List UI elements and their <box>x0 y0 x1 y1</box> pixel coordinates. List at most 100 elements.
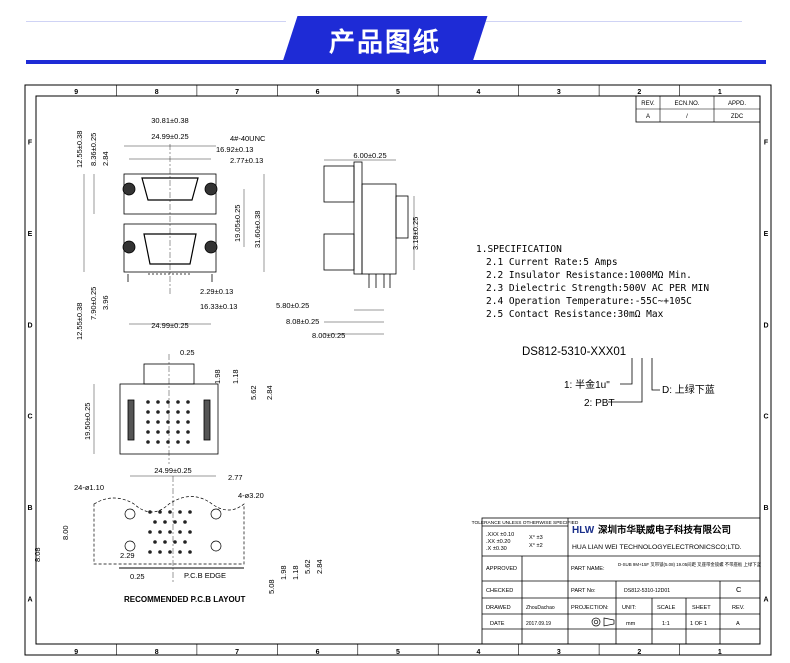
back-pin <box>186 440 190 444</box>
spec-title: 1.SPECIFICATION <box>476 244 562 255</box>
pcb-hole <box>178 530 182 534</box>
dim-top-height: 12.55±0.38 <box>75 131 84 168</box>
grid-row-label: D <box>27 322 32 329</box>
grid-column-label: 8 <box>155 649 159 656</box>
dim-shell-width: 16.92±0.13 <box>216 145 253 154</box>
banner-line-left <box>26 21 286 22</box>
banner-title: 产品图纸 <box>328 28 441 58</box>
drawn-label: DRAWED <box>486 605 511 611</box>
part-no-label: PART No: <box>571 588 596 594</box>
scale-value: 1:1 <box>662 621 670 627</box>
pcb-hole <box>168 510 172 514</box>
company-name-cn: 深圳市华联威电子科技有限公司 <box>598 524 731 536</box>
spec-item-current: 2.1 Current Rate:5 Amps <box>486 257 618 268</box>
back-pin <box>176 440 180 444</box>
dim-bottom-small: 3.96 <box>101 295 110 310</box>
dim-side-a: 5.80±0.25 <box>276 301 309 310</box>
sheet-value: 1 OF 1 <box>690 621 707 627</box>
part-name-label: PART NAME: <box>571 566 605 572</box>
dim-side-b: 8.08±0.25 <box>286 317 319 326</box>
pcb-hole <box>178 550 182 554</box>
rev-label: REV. <box>732 605 745 611</box>
rev-header-ecn: ECN.NO. <box>674 101 699 107</box>
grid-row-label: B <box>27 505 32 512</box>
back-pin <box>176 400 180 404</box>
dim-pcb-c: 2.29 <box>120 551 135 560</box>
pcb-hole <box>158 530 162 534</box>
back-pin <box>156 430 160 434</box>
back-pin <box>166 420 170 424</box>
grid-row-label: A <box>763 596 768 603</box>
grid-row-label: F <box>764 140 769 147</box>
pcb-edge-label: P.C.B EDGE <box>184 571 226 580</box>
pcb-hole <box>183 520 187 524</box>
rev-value-rev: A <box>646 114 650 120</box>
grid-row-label: C <box>27 414 32 421</box>
pcb-hole <box>148 530 152 534</box>
dim-bottom-height: 12.55±0.38 <box>75 303 84 340</box>
date-label: DATE <box>490 621 505 627</box>
pcb-layout-dims: 24.99±0.25 2.77 24-ø1.10 4-ø3.20 8.08 8.… <box>33 466 324 604</box>
approved-label: APPROVED <box>486 566 517 572</box>
dim-bottom-offset: 7.90±0.25 <box>89 287 98 320</box>
revision-table: REV. ECN.NO. APPD. A / ZDC <box>635 95 761 123</box>
pcb-hole <box>178 510 182 514</box>
rev-value-appd: ZDC <box>731 114 744 120</box>
part-code-plating: 1: 半金1u" <box>564 378 610 391</box>
part-name-value: D-SUB 9M+15F 叉带锁(5.08) 19.05间距 叉座带金锁螺 不带… <box>618 561 762 568</box>
grid-column-label: 6 <box>316 89 320 96</box>
dim-bottom-width: 24.99±0.25 <box>151 321 188 330</box>
dim-pcb-e: 5.08 <box>267 579 276 594</box>
grid-column-label: 4 <box>476 649 480 656</box>
banner: 产品图纸 <box>0 0 790 72</box>
date-value: 2017.09.19 <box>526 621 551 627</box>
pcb-hole <box>148 550 152 554</box>
company-name-en: HUA LIAN WEI TECHNOLOGYELECTRONICSCO;LTD… <box>572 544 742 551</box>
dim-back-a: 0.25 <box>180 348 195 357</box>
back-pin <box>186 400 190 404</box>
dim-thread: 4#-40UNC <box>230 134 266 143</box>
dim-back-d: 5.62 <box>249 385 258 400</box>
unit-label: UNIT: <box>622 605 636 611</box>
pcb-hole <box>183 540 187 544</box>
pcb-hole <box>188 550 192 554</box>
back-pin <box>166 430 170 434</box>
rev-header-rev: REV. <box>641 101 655 107</box>
part-code-material: 2: PBT <box>584 398 615 409</box>
grid-row-label: E <box>28 231 33 238</box>
back-pin <box>146 440 150 444</box>
spec-item-temperature: 2.4 Operation Temperature:-55C~+105C <box>486 296 692 307</box>
back-pin <box>186 420 190 424</box>
dim-pin-pitch: 2.29±0.13 <box>200 287 233 296</box>
dim-pcb-b: 8.00 <box>61 525 70 540</box>
grid-row-label: D <box>763 322 768 329</box>
grid-column-label: 9 <box>74 649 78 656</box>
angle-tolerance-b: X° ±2 <box>529 543 543 549</box>
drawn-by: ZhouDachao <box>526 605 555 611</box>
dim-pcb-holes-large: 4-ø3.20 <box>238 491 264 500</box>
tolerance-title: TOLERANCE UNLESS OTHERWISE SPECIFIED <box>472 520 579 526</box>
dim-flange-width: 24.99±0.25 <box>151 132 188 141</box>
outer-frame <box>24 84 772 656</box>
grid-column-label: 6 <box>316 649 320 656</box>
angle-tolerance-a: X° ±3 <box>529 535 543 541</box>
grid-column-label: 3 <box>557 649 561 656</box>
rev-value: A <box>736 621 740 627</box>
side-view <box>323 159 415 335</box>
dim-top-small: 2.84 <box>101 151 110 166</box>
back-pin <box>176 410 180 414</box>
grid-row-label: A <box>27 596 32 603</box>
grid-column-label: 5 <box>396 649 400 656</box>
grid-column-label: 9 <box>74 89 78 96</box>
banner-underline <box>26 60 766 64</box>
pcb-hole <box>148 510 152 514</box>
back-pin <box>146 400 150 404</box>
back-pin <box>156 420 160 424</box>
dim-side-depth: 6.00±0.25 <box>353 151 386 160</box>
pcb-hole <box>173 540 177 544</box>
dim-pcb-i: 2.84 <box>315 559 324 574</box>
grid-row-label: E <box>764 231 769 238</box>
back-view <box>93 354 219 464</box>
pcb-hole <box>153 540 157 544</box>
dim-pcb-width: 24.99±0.25 <box>154 466 191 475</box>
